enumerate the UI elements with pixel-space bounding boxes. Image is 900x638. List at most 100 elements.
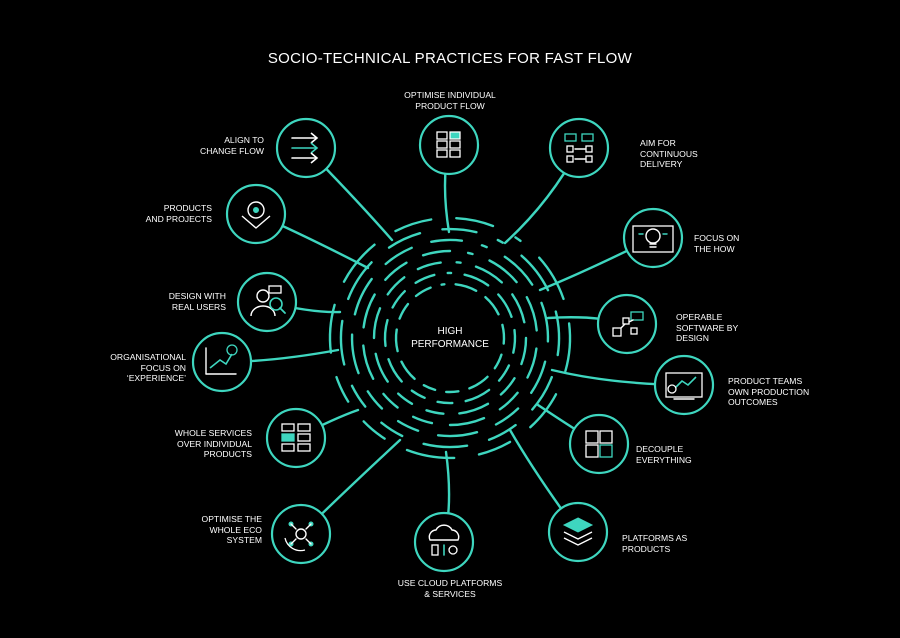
ring-arc: [397, 392, 414, 405]
ring-arc: [441, 227, 478, 234]
ring-arc: [430, 238, 464, 243]
ring-arc: [531, 375, 553, 411]
node-circle: [653, 354, 715, 416]
ring-arc: [520, 254, 550, 292]
node-circle: [568, 413, 630, 475]
ring-arc: [391, 290, 406, 309]
ring-arc: [414, 286, 432, 298]
label-use-cloud-platforms: USE CLOUD PLATFORMS & SERVICES: [397, 578, 503, 599]
ring-arc: [512, 328, 517, 354]
diagram-title: SOCIO-TECHNICAL PRACTICES FOR FAST FLOW: [267, 50, 633, 67]
ring-arc: [511, 293, 526, 324]
ring-arc: [445, 390, 460, 394]
ring-arc: [422, 384, 437, 392]
ring-arc: [498, 391, 519, 411]
ring-arc: [497, 364, 511, 382]
label-design-with-real-users: DESIGN WITH REAL USERS: [168, 291, 226, 312]
ring-arc: [347, 261, 373, 301]
ring-arc: [350, 384, 367, 408]
pipeline-icon: [548, 117, 610, 179]
ring-arc: [380, 421, 404, 438]
ring-arc: [538, 256, 565, 301]
ring-arc: [422, 442, 469, 449]
ring-arc: [529, 393, 558, 429]
ring-arc: [384, 261, 408, 281]
ring-arc: [503, 255, 534, 286]
ring-arc: [564, 322, 572, 373]
node-circle: [265, 407, 327, 469]
label-organisational-focus-on-experience: ORGANISATIONAL FOCUS ON ‘EXPERIENCE’: [110, 352, 186, 383]
ring-arc: [386, 276, 406, 296]
service-blocks-icon: [265, 407, 327, 469]
ring-arc: [477, 440, 512, 456]
ring-arc-group: [383, 271, 517, 405]
ring-arc: [353, 277, 373, 316]
ring-arc: [554, 310, 561, 357]
label-focus-on-the-how: FOCUS ON THE HOW: [694, 233, 740, 254]
ring-arc-group: [372, 261, 528, 415]
ring-arc: [454, 283, 478, 292]
ring-arc: [497, 293, 513, 318]
ring-arc: [484, 296, 500, 316]
network-icon: [596, 293, 658, 355]
node-circle: [270, 503, 332, 565]
node-circle: [225, 183, 287, 245]
ring-arc-group: [394, 283, 506, 394]
ring-arc: [362, 420, 386, 440]
ring-arc: [448, 416, 486, 427]
ring-arc: [405, 448, 456, 460]
ring-arc: [412, 415, 434, 425]
label-aim-for-continuous-delivery: AIM FOR CONTINUOUS DELIVERY: [640, 138, 698, 169]
ring-arc: [366, 390, 384, 410]
ring-arc: [496, 238, 504, 244]
ring-arc: [339, 319, 346, 366]
ring-arc: [396, 419, 420, 432]
ring-arc: [362, 344, 375, 380]
ring-arc: [493, 353, 503, 370]
ring-arc: [416, 261, 442, 271]
label-platforms-as-products: PLATFORMS AS PRODUCTS: [622, 533, 688, 554]
ring-arc: [414, 273, 436, 285]
puzzle-icon: [568, 413, 630, 475]
label-product-teams-own-production-outcomes: PRODUCT TEAMS OWN PRODUCTION OUTCOMES: [728, 376, 810, 407]
ring-arc: [464, 388, 491, 403]
label-align-to-change-flow: ALIGN TO CHANGE FLOW: [200, 135, 264, 156]
dashboard-chart-icon: [653, 354, 715, 416]
ring-arc: [530, 360, 547, 394]
label-optimise-whole-eco-system: OPTIMISE THE WHOLE ECO SYSTEM: [201, 514, 262, 545]
label-decouple-everything: DECOUPLE EVERYTHING: [636, 444, 692, 465]
node-circle: [236, 271, 298, 333]
grid-blocks-icon: [418, 114, 480, 176]
ring-arc: [398, 302, 410, 320]
ring-arc: [436, 431, 479, 438]
user-search-icon: [236, 271, 298, 333]
ring-arc: [488, 259, 518, 284]
ring-arc: [468, 375, 489, 390]
ring-arc: [499, 377, 516, 396]
ring-arc: [384, 246, 413, 266]
ring-arc: [466, 251, 474, 256]
center-label: HIGH PERFORMANCE: [411, 326, 489, 350]
lightbulb-icon: [622, 207, 684, 269]
ring-arc: [463, 273, 490, 287]
ring-arc-group: [328, 217, 572, 460]
label-whole-services-over-individual-products: WHOLE SERVICES OVER INDIVIDUAL PRODUCTS: [174, 428, 252, 459]
ring-arc: [394, 328, 399, 353]
ring-arc: [350, 333, 360, 375]
ring-arc: [425, 409, 445, 415]
ring-arc: [328, 303, 336, 354]
ring-arc: [474, 265, 503, 284]
smiley-graph-icon: [191, 331, 253, 393]
cloud-devices-icon: [413, 511, 475, 573]
ring-arc: [501, 323, 506, 345]
arrows-icon: [275, 117, 337, 179]
ring-arc: [374, 352, 389, 383]
ring-arc: [400, 360, 416, 380]
ring-arc: [372, 307, 382, 340]
ring-arc: [387, 358, 403, 383]
label-products-and-projects: PRODUCTS AND PROJECTS: [145, 203, 212, 224]
ring-arc-group: [350, 238, 550, 438]
ring-arc: [421, 249, 452, 257]
ring-arc: [480, 244, 488, 249]
